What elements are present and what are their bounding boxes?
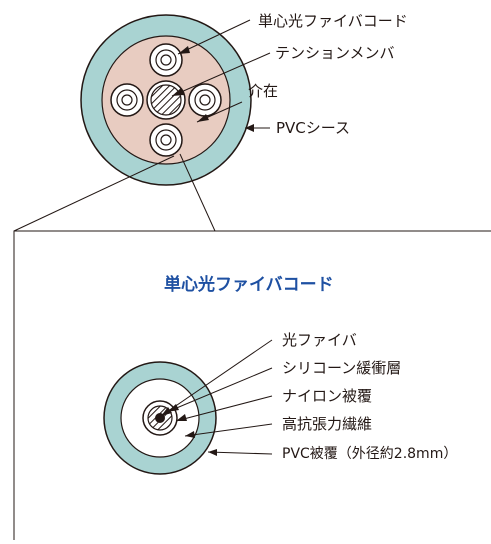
zoom-callout [13, 153, 491, 540]
label-optical-fiber: 光ファイバ [282, 331, 357, 349]
cord-leader-lines [160, 339, 273, 455]
cord-leader-arrowheads [161, 404, 217, 456]
label-nylon-coating: ナイロン被覆 [282, 387, 373, 405]
label-tension-member: テンションメンバ [275, 44, 395, 62]
label-fiber-cord: 単心光ファイバコード [258, 12, 408, 30]
cable-cross-section [80, 14, 271, 186]
cord-cross-section [103, 339, 273, 475]
label-pvc-jacket: PVC被覆（外径約2.8mm） [282, 446, 458, 462]
label-aramid: 高抗張力繊維 [282, 415, 373, 433]
cord-title: 単心光ファイバコード [164, 275, 334, 295]
tension-member [146, 80, 186, 120]
cable-leader-arrowheads [172, 46, 254, 132]
label-pvc-sheath: PVCシース [276, 119, 351, 137]
fiber-cord-left [110, 83, 144, 117]
fiber-cord-right [188, 83, 222, 117]
label-filler: 介在 [248, 82, 279, 100]
label-silicone-buffer: シリコーン緩衝層 [282, 359, 402, 377]
fiber-cord-top [149, 43, 183, 77]
fiber-cord-bottom [149, 123, 183, 157]
